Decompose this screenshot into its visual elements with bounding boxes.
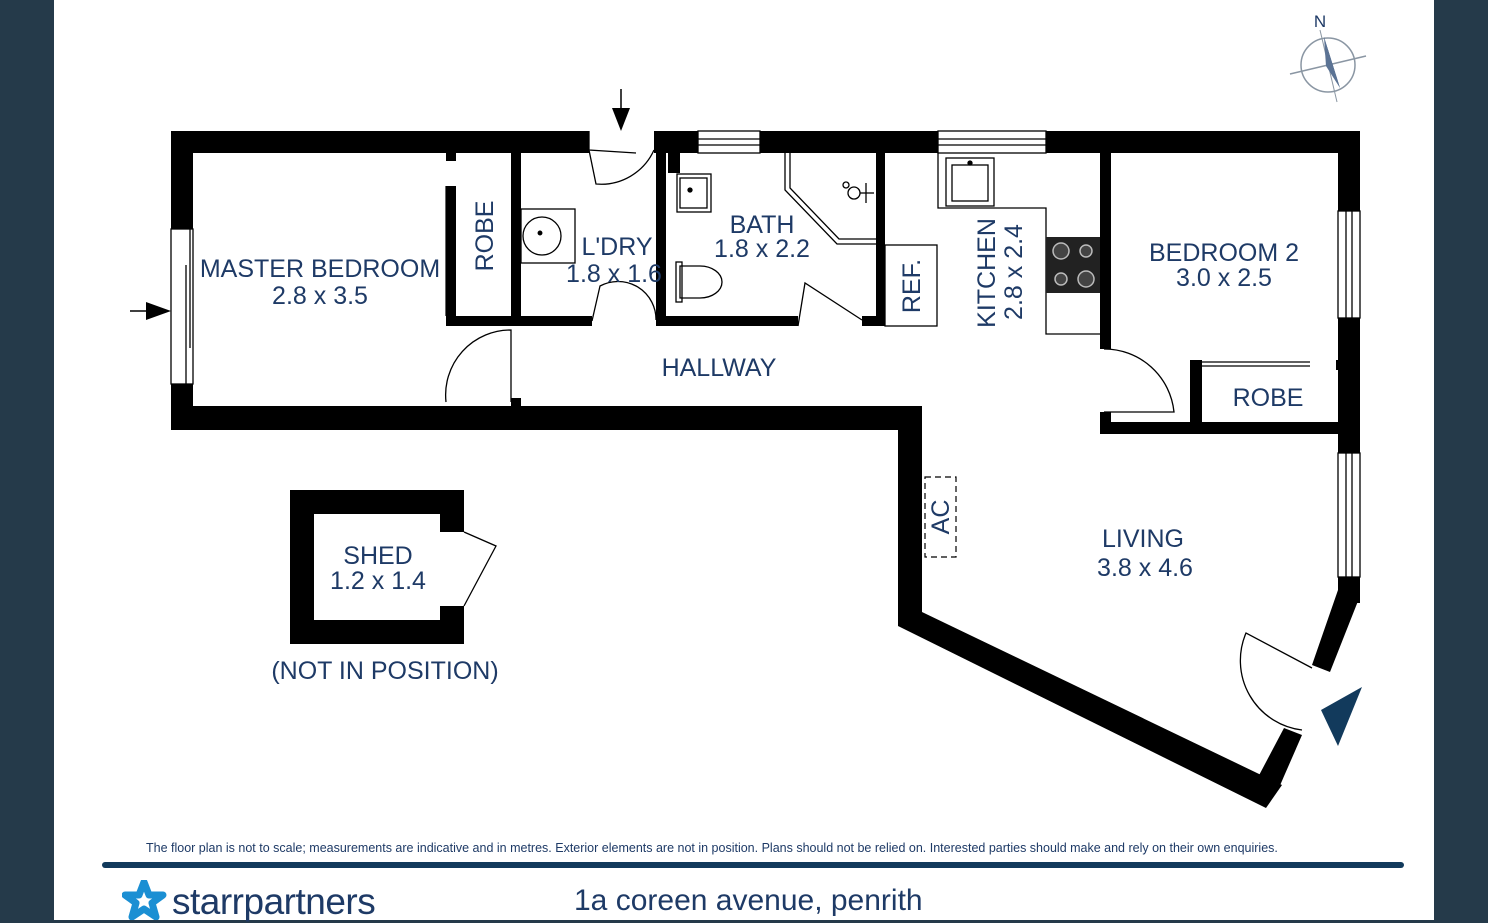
robe-bed2-name: ROBE [1233,384,1304,412]
fridge-name: REF. [898,259,926,313]
entry-arrow-left-icon [130,302,171,320]
bedroom2-size: 3.0 x 2.5 [1176,264,1272,292]
bedroom2-name: BEDROOM 2 [1149,239,1299,267]
bath-size: 1.8 x 2.2 [714,235,810,263]
shed-note: (NOT IN POSITION) [271,657,498,685]
kitchen-sink-icon [945,157,995,207]
robe-master-name: ROBE [471,201,499,272]
window-living [1337,452,1361,578]
interior-walls [446,153,1340,434]
cooktop-icon [1046,237,1100,293]
door-laundry [591,280,657,322]
kitchen-name: KITCHEN [973,218,1001,328]
laundry-name: L'DRY [581,233,652,261]
shed-name: SHED [343,542,412,570]
kitchen-size: 2.8 x 2.4 [1000,224,1028,320]
kitchen-bench-icon [937,153,1100,335]
exterior-walls [171,131,1360,808]
window-bath [697,130,761,154]
laundry-size: 1.8 x 1.6 [566,260,662,288]
fridge-icon [884,244,938,327]
door-living-entry [1239,632,1313,731]
window-bedroom2 [1337,210,1361,319]
toilet-icon [679,265,723,299]
compass-icon [1289,29,1367,103]
bath-vanity-icon [676,173,712,213]
footer-divider [102,862,1404,868]
main-entry-arrow-icon [1321,687,1362,746]
windows [170,130,1361,578]
robe-doors [445,186,1310,367]
property-address: 1a coreen avenue, penrith [574,884,923,917]
ac-name: AC [927,500,955,535]
brand-name: starrpartners [172,881,376,922]
door-laundry-external [588,131,655,185]
shed-size: 1.2 x 1.4 [330,567,426,595]
fixtures [520,153,1100,335]
living-size: 3.8 x 4.6 [1097,554,1193,582]
bath-name: BATH [730,211,795,239]
shed-walls [290,490,464,644]
sliding-door-master [170,228,194,385]
doors [444,131,1313,731]
entry-arrow-top-icon [612,89,630,131]
hallway-name: HALLWAY [662,354,777,382]
window-kitchen [937,130,1047,154]
door-bedroom2 [1103,348,1175,413]
master-bedroom-size: 2.8 x 3.5 [272,282,368,310]
star-logo-icon [122,880,167,920]
door-bath [797,281,863,327]
disclaimer: The floor plan is not to scale; measurem… [146,841,1278,855]
living-name: LIVING [1102,525,1184,553]
shower-icon [784,153,876,245]
door-shed [463,531,497,607]
room-labels: MASTER BEDROOM 2.8 x 3.5 ROBE L'DRY 1.8 … [200,201,1304,685]
compass-north-label: N [1314,12,1326,31]
door-master [444,329,512,403]
ac-unit-icon [924,476,957,558]
master-bedroom-name: MASTER BEDROOM [200,255,440,283]
laundry-tub-icon [520,208,576,264]
